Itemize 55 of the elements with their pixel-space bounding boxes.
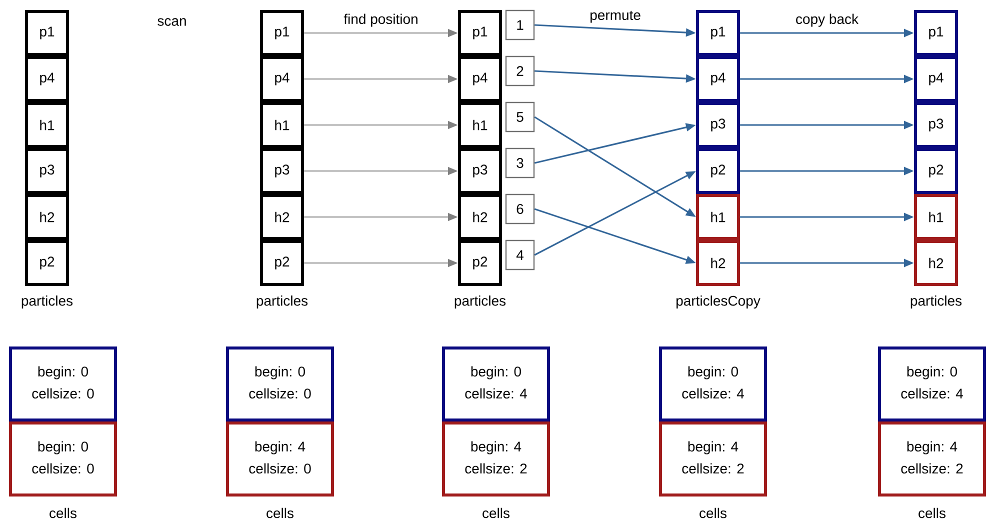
- particle-cell: h2: [696, 240, 740, 286]
- particle-cell: p3: [260, 148, 304, 194]
- particle-cell: h1: [696, 194, 740, 240]
- particle-cell: h1: [260, 102, 304, 148]
- cell-info-box: begin: 0 cellsize: 4: [659, 346, 767, 422]
- particle-cell: h1: [25, 102, 69, 148]
- index-box: 1: [505, 10, 535, 40]
- particle-cell: h1: [914, 194, 958, 240]
- particle-cell: p3: [914, 102, 958, 148]
- edge-label: permute: [590, 10, 640, 23]
- particle-cell: p3: [25, 148, 69, 194]
- cell-info-box: begin: 0 cellsize: 4: [878, 346, 986, 422]
- particle-cell: p2: [458, 240, 502, 286]
- step-label: scan: [158, 18, 186, 26]
- particle-cell: h2: [914, 240, 958, 286]
- column-caption: particles: [454, 295, 506, 309]
- particle-cell: p4: [25, 56, 69, 102]
- index-box: 5: [505, 102, 535, 132]
- particle-cell: p1: [696, 10, 740, 56]
- particle-cell: p1: [914, 10, 958, 56]
- particle-cell: p1: [260, 10, 304, 56]
- edge-label: find position: [344, 14, 418, 27]
- particle-cell: h2: [25, 194, 69, 240]
- particle-cell: p1: [25, 10, 69, 56]
- cell-info-box: begin: 4 cellsize: 2: [442, 422, 550, 496]
- particle-cell: p3: [458, 148, 502, 194]
- particle-cell: p2: [25, 240, 69, 286]
- index-box: 3: [505, 148, 535, 178]
- particle-cell: h2: [260, 194, 304, 240]
- particle-cell: p3: [696, 102, 740, 148]
- cell-info-box: begin: 0 cellsize: 0: [9, 346, 117, 422]
- index-box: 4: [505, 240, 535, 270]
- cell-info-box: begin: 0 cellsize: 0: [226, 346, 334, 422]
- cell-info-box: begin: 0 cellsize: 0: [9, 422, 117, 496]
- particle-cell: h1: [458, 102, 502, 148]
- particle-cell: p2: [260, 240, 304, 286]
- particle-cell: p4: [260, 56, 304, 102]
- column-caption: particles: [22, 295, 73, 309]
- cell-info-box: begin: 4 cellsize: 2: [659, 422, 767, 496]
- particle-cell: p2: [914, 148, 958, 194]
- index-box: 2: [505, 56, 535, 86]
- particle-cell: p1: [458, 10, 502, 56]
- cell-info-box: begin: 0 cellsize: 4: [442, 346, 550, 422]
- cell-info-box: begin: 4 cellsize: 2: [878, 422, 986, 496]
- index-box: 6: [505, 194, 535, 224]
- cell-info-box: begin: 4 cellsize: 0: [226, 422, 334, 496]
- column-caption: particles: [256, 295, 308, 309]
- column-caption: particles: [910, 295, 962, 309]
- particle-cell: p2: [696, 148, 740, 194]
- particle-cell: h2: [458, 194, 502, 240]
- particle-cell: p4: [696, 56, 740, 102]
- column-caption: particlesCopy: [676, 295, 760, 309]
- particle-cell: p4: [914, 56, 958, 102]
- particle-cell: p4: [458, 56, 502, 102]
- edge-label: copy back: [796, 14, 859, 27]
